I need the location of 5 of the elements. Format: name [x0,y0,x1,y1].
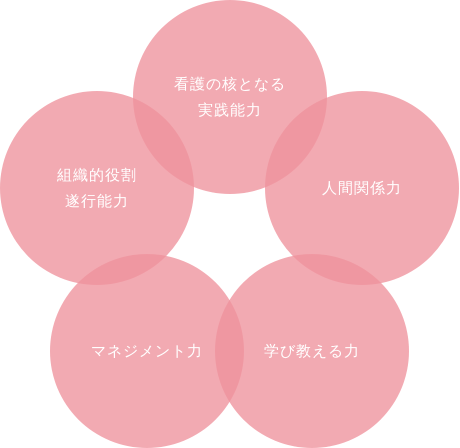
circle-label: 組織的役割遂行能力 [56,165,138,212]
circle-label: 人間関係力 [322,178,402,199]
circle-label: 学び教える力 [264,341,360,362]
circle-label: 看護の核となる実践能力 [173,74,287,121]
circle-label: マネジメント力 [91,341,203,362]
